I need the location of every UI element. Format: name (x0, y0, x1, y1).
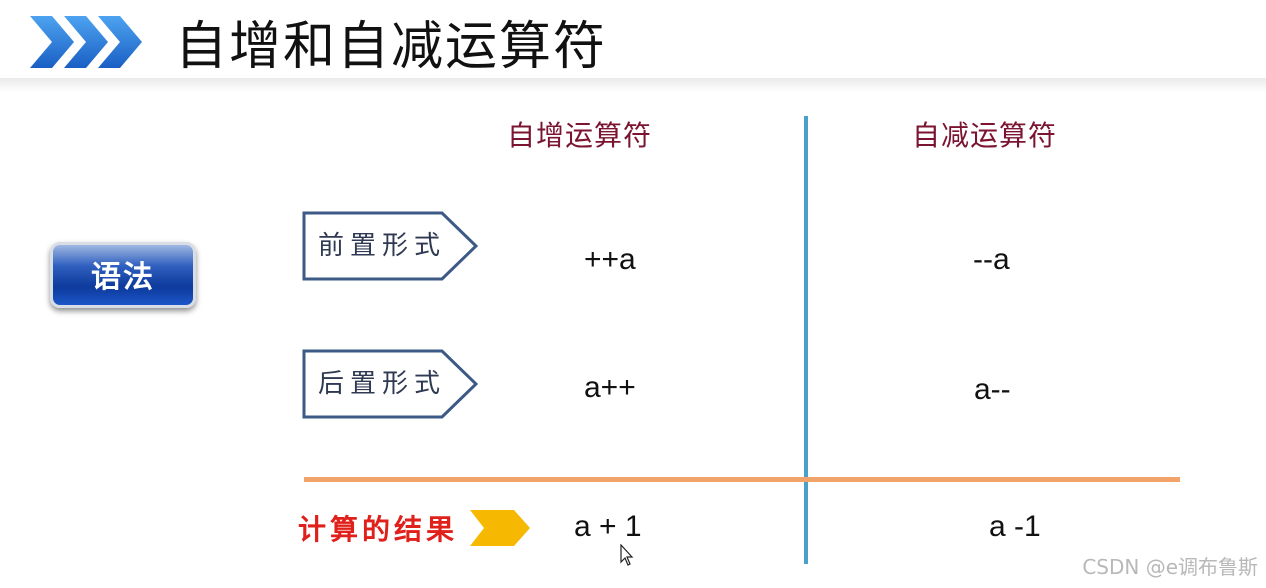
column-header-increment: 自增运算符 (507, 119, 653, 152)
column-header-decrement: 自减运算符 (912, 119, 1058, 152)
prefix-decrement-expr: --a (973, 243, 1010, 276)
header-divider (0, 78, 1266, 92)
tag-arrow-shape (302, 211, 479, 281)
postfix-increment-expr: a++ (584, 371, 636, 404)
prefix-increment-expr: ++a (584, 243, 636, 276)
watermark: CSDN @e调布鲁斯 (1082, 555, 1258, 579)
vertical-divider (804, 116, 808, 564)
result-arrow-icon (470, 510, 532, 550)
prefix-form-tag: 前置形式 (302, 211, 480, 281)
result-increment-expr: a + 1 (574, 510, 642, 543)
result-decrement-expr: a -1 (989, 510, 1041, 543)
mouse-cursor-icon (620, 543, 634, 570)
tag-arrow-shape (302, 349, 479, 419)
syntax-button[interactable]: 语法 (50, 242, 196, 308)
result-label: 计算的结果 (298, 513, 459, 546)
title-chevrons-icon (30, 16, 145, 68)
postfix-decrement-expr: a-- (974, 373, 1011, 406)
slide-title: 自增和自减运算符 (175, 17, 608, 77)
postfix-form-label: 后置形式 (318, 369, 447, 399)
prefix-form-label: 前置形式 (318, 231, 447, 261)
horizontal-divider (304, 477, 1180, 482)
postfix-form-tag: 后置形式 (302, 349, 480, 419)
